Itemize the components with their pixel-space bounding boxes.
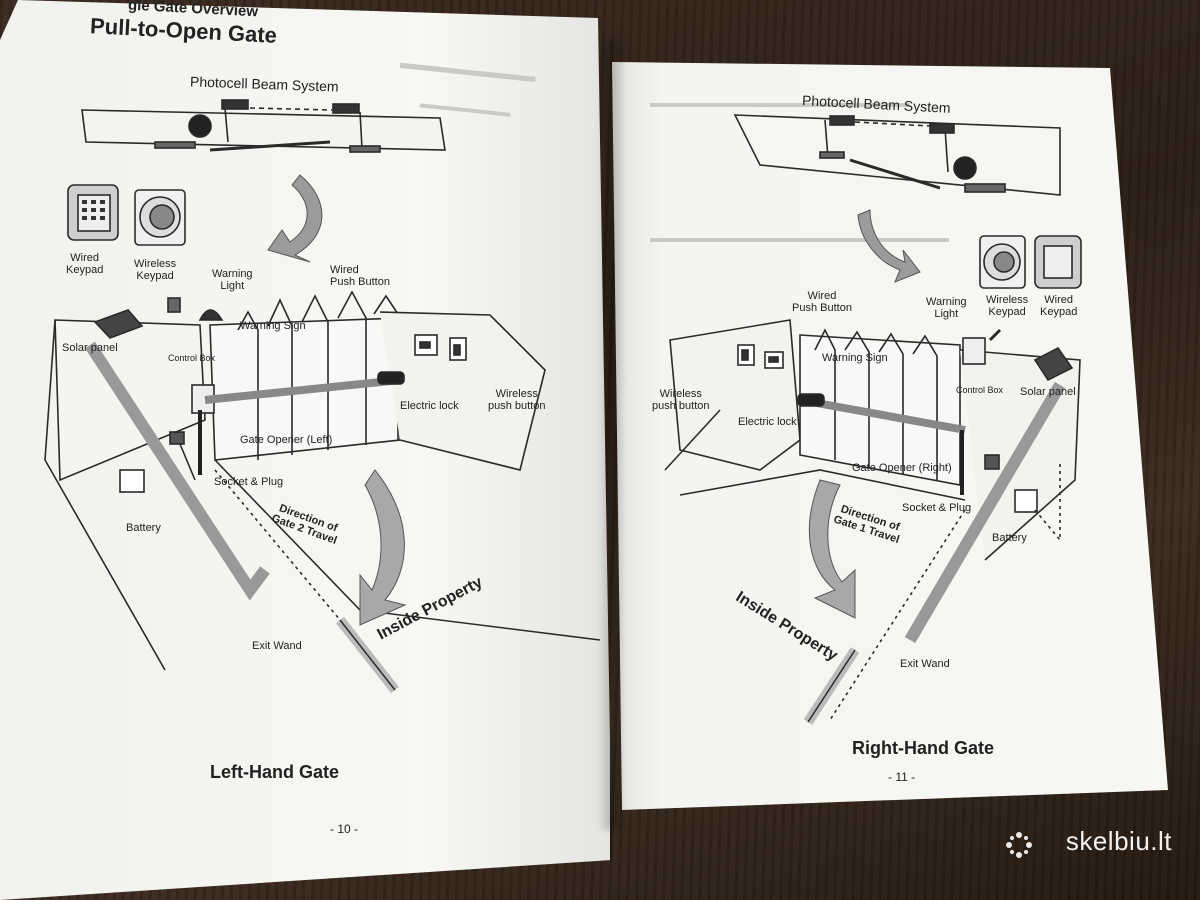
left-caption: Left-Hand Gate xyxy=(210,762,340,782)
gate-opener-label: Gate Opener (Left) xyxy=(240,434,333,446)
electric-lock-label: Electric lock xyxy=(400,400,459,412)
socket-plug-label-right: Socket & Plug xyxy=(902,502,972,514)
wireless-keypad-label-right: Wireless Keypad xyxy=(986,294,1029,318)
wireless-push-button-label-right: Wireless push button xyxy=(652,388,710,412)
wireless-push-button-label: Wireless push button xyxy=(488,388,546,412)
warning-light-label-right: Warning Light xyxy=(926,296,967,320)
warning-light-label: Warning Light xyxy=(212,268,253,292)
wired-keypad-label-right: Wired Keypad xyxy=(1040,294,1078,318)
exit-wand-label-right: Exit Wand xyxy=(900,658,950,670)
control-box-label: Control Box xyxy=(168,353,216,363)
solar-panel-label-right: Solar panel xyxy=(1020,386,1076,398)
socket-plug-label: Socket & Plug xyxy=(214,476,284,488)
battery-label-right: Battery xyxy=(992,532,1027,544)
exit-wand-label: Exit Wand xyxy=(252,640,302,652)
battery-label: Battery xyxy=(126,522,161,534)
bleed-through-text: ▬▬▬▬▬▬▬▬▬▬▬▬▬▬▬▬▬▬▬▬ xyxy=(650,95,910,110)
wired-push-button-label: Wired Push Button xyxy=(330,264,390,288)
control-box-label-right: Control Box xyxy=(956,385,1004,395)
left-page-number: - 10 - xyxy=(330,822,359,836)
warning-sign-label: Warning Sign xyxy=(240,320,306,332)
book-gutter xyxy=(598,40,626,830)
watermark-text: skelbiu.lt xyxy=(1065,826,1172,856)
warning-sign-label-right: Warning Sign xyxy=(822,352,888,364)
gate-opener-label-right: Gate Opener (Right) xyxy=(852,462,952,474)
wired-push-button-label-right: Wired Push Button xyxy=(792,290,852,314)
wired-keypad-label: Wired Keypad xyxy=(66,252,104,276)
right-page-number: - 11 - xyxy=(888,770,916,784)
solar-panel-label: Solar panel xyxy=(62,342,118,354)
wireless-keypad-label: Wireless Keypad xyxy=(134,258,177,282)
electric-lock-label-right: Electric lock xyxy=(738,416,797,428)
right-caption: Right-Hand Gate xyxy=(852,738,994,758)
watermark-logo-icon xyxy=(1006,832,1032,858)
